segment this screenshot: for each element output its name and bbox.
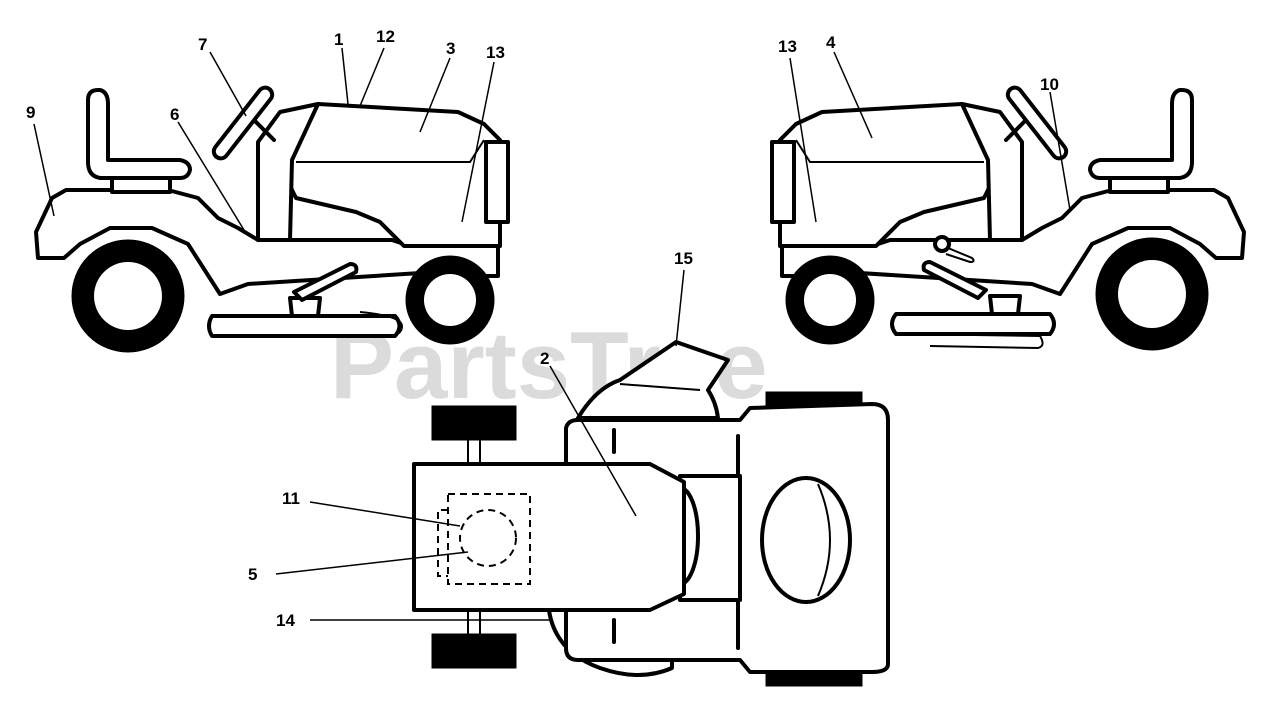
top-chute-line bbox=[619, 383, 701, 391]
leader-12 bbox=[359, 47, 385, 107]
right-hood bbox=[778, 102, 992, 248]
left-pedal bbox=[292, 262, 359, 302]
leader-3 bbox=[419, 57, 451, 133]
callout-14: 14 bbox=[276, 611, 295, 630]
leader-13-right bbox=[789, 57, 817, 223]
top-rear-wheel-lower bbox=[431, 633, 517, 669]
callout-11: 11 bbox=[282, 489, 300, 508]
right-mower-deck bbox=[890, 312, 1056, 336]
right-steering-column bbox=[1004, 116, 1030, 142]
left-steering-column bbox=[250, 116, 276, 142]
callout-6: 6 bbox=[170, 105, 179, 124]
leader-lines bbox=[33, 47, 1071, 621]
right-rear-hub bbox=[1118, 260, 1186, 328]
callout-15: 15 bbox=[674, 249, 693, 268]
left-deck-chute bbox=[359, 311, 404, 338]
callout-10: 10 bbox=[1040, 75, 1059, 94]
callout-13-left: 13 bbox=[486, 43, 505, 62]
top-rear-axle bbox=[467, 440, 481, 634]
left-grille bbox=[484, 140, 510, 224]
right-deck-chute bbox=[905, 333, 1044, 350]
right-front-hub bbox=[804, 274, 856, 326]
left-side-view bbox=[34, 85, 510, 353]
top-rear-wheel-upper bbox=[431, 405, 517, 441]
top-decal-outline bbox=[447, 493, 531, 585]
top-decal-tab bbox=[437, 509, 448, 577]
callout-12: 12 bbox=[376, 27, 395, 46]
right-seat-base bbox=[1108, 176, 1170, 194]
callout-2: 2 bbox=[540, 349, 549, 368]
leader-2 bbox=[549, 365, 637, 517]
right-lift-lever-knob bbox=[933, 235, 951, 253]
callout-1: 1 bbox=[334, 30, 343, 49]
callout-labels: 1 12 3 13 7 6 9 13 4 10 15 2 11 5 14 bbox=[26, 27, 1059, 630]
right-grille bbox=[770, 140, 796, 224]
callout-4: 4 bbox=[826, 33, 836, 52]
callout-5: 5 bbox=[248, 565, 257, 584]
top-fender bbox=[412, 462, 686, 612]
left-hood bbox=[288, 102, 502, 248]
leader-15 bbox=[675, 269, 685, 347]
left-hood-line bbox=[296, 139, 485, 163]
left-front-hub bbox=[424, 274, 476, 326]
right-hood-line bbox=[795, 139, 984, 163]
leader-13-left bbox=[461, 61, 495, 223]
callout-13-right: 13 bbox=[778, 37, 797, 56]
leader-4 bbox=[833, 51, 873, 139]
top-discharge-chute bbox=[576, 340, 730, 420]
right-pedal bbox=[921, 260, 988, 300]
left-steering-wheel bbox=[211, 85, 275, 161]
right-steering-wheel bbox=[1005, 85, 1069, 161]
top-grille-oval bbox=[760, 476, 852, 604]
left-deck-hanger bbox=[288, 296, 322, 318]
leader-5 bbox=[275, 551, 469, 575]
callout-9: 9 bbox=[26, 103, 35, 122]
leader-7 bbox=[209, 51, 247, 117]
left-mower-deck bbox=[207, 314, 402, 338]
callout-7: 7 bbox=[198, 35, 207, 54]
leader-11 bbox=[309, 501, 461, 527]
right-lift-lever bbox=[945, 247, 975, 264]
top-grille-inner bbox=[817, 483, 831, 597]
leader-1 bbox=[341, 47, 349, 105]
top-view bbox=[412, 340, 890, 687]
leader-10 bbox=[1049, 91, 1071, 211]
left-rear-hub bbox=[94, 262, 162, 330]
right-deck-hanger bbox=[988, 294, 1022, 316]
top-seat-circle bbox=[459, 509, 517, 567]
leader-6 bbox=[177, 121, 245, 231]
right-side-view bbox=[770, 85, 1246, 351]
left-seat bbox=[86, 88, 192, 180]
callout-3: 3 bbox=[446, 39, 455, 58]
leader-9 bbox=[33, 123, 55, 217]
right-seat bbox=[1088, 88, 1194, 180]
left-seat-base bbox=[110, 176, 172, 194]
